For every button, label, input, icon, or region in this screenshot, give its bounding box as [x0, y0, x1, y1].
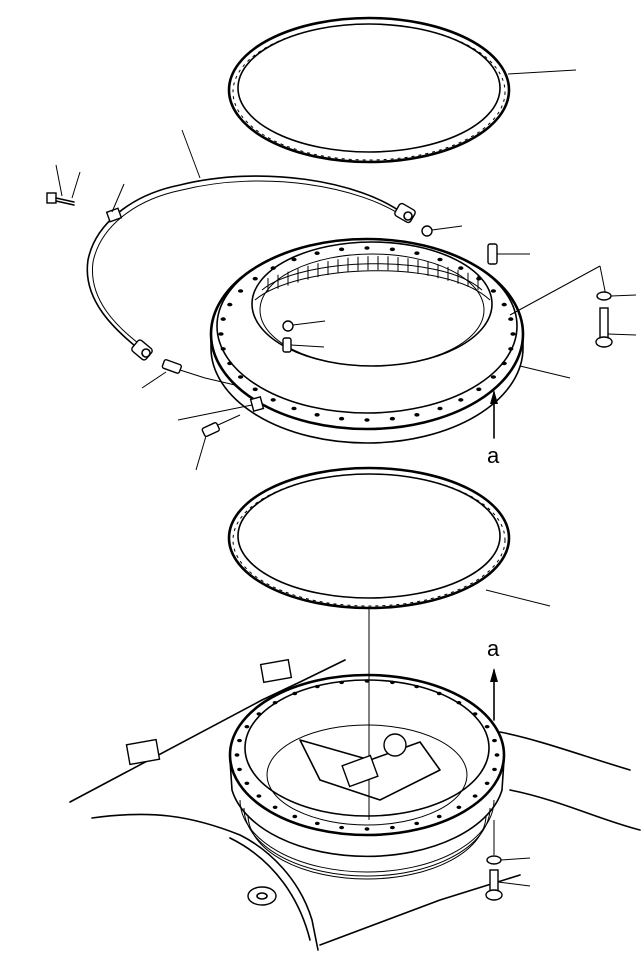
leader-cable — [181, 129, 201, 179]
mount-bolt-holes — [234, 679, 500, 831]
cable-assembly — [86, 175, 416, 361]
leader-clamp — [111, 183, 125, 213]
top-seal-ring — [227, 16, 511, 164]
bearing-plug — [282, 320, 294, 332]
leader-bearing — [519, 365, 571, 379]
leader-top-seal-ring — [507, 69, 577, 75]
leader-bearing-bolt — [607, 333, 637, 336]
bearing-bolt-holes — [218, 246, 516, 422]
bearing-mounting-bolt — [595, 307, 613, 348]
leader-bearing-pin — [290, 344, 325, 348]
sensor-fitting-upper — [161, 359, 236, 386]
clamp-bolt — [46, 192, 75, 206]
sensor-fitting-lower — [201, 414, 241, 438]
direction-arrow-lower — [490, 668, 498, 721]
leader-washer-1 — [71, 171, 81, 199]
bearing-washer — [596, 291, 612, 301]
leader-lower-seal-ring — [485, 589, 551, 607]
mount-bolt — [485, 869, 503, 901]
swing-circle-bearing — [209, 237, 525, 444]
arrow-label-upper: a — [487, 443, 500, 468]
arrow-label-lower: a — [487, 636, 500, 661]
leader-sensor-upper — [141, 371, 167, 389]
leader-mount-washer — [500, 857, 531, 861]
leader-bolt-1 — [55, 164, 63, 197]
bearing-inner-teeth — [267, 256, 479, 292]
swing-circle-mount — [228, 673, 506, 880]
sensor-bracket — [249, 396, 265, 412]
leader-grease-nipple-top — [431, 225, 463, 231]
leader-bearing-washer — [610, 294, 637, 297]
upper-frame — [69, 658, 641, 951]
lower-seal-ring — [227, 466, 511, 610]
leader-sensor-bracket — [177, 404, 253, 421]
mount-washer — [486, 855, 502, 865]
leader-sensor-lower — [195, 435, 207, 471]
dowel-pin — [487, 243, 498, 265]
leader-bolt-set — [599, 265, 607, 297]
leader-mount-bolt — [497, 881, 531, 887]
leader-bearing-plug — [292, 320, 326, 326]
bearing-pin — [282, 337, 292, 353]
grease-nipple-top — [421, 225, 433, 237]
leader-bearing-hole-to-bolt — [509, 265, 601, 316]
direction-arrow-upper — [490, 390, 498, 439]
